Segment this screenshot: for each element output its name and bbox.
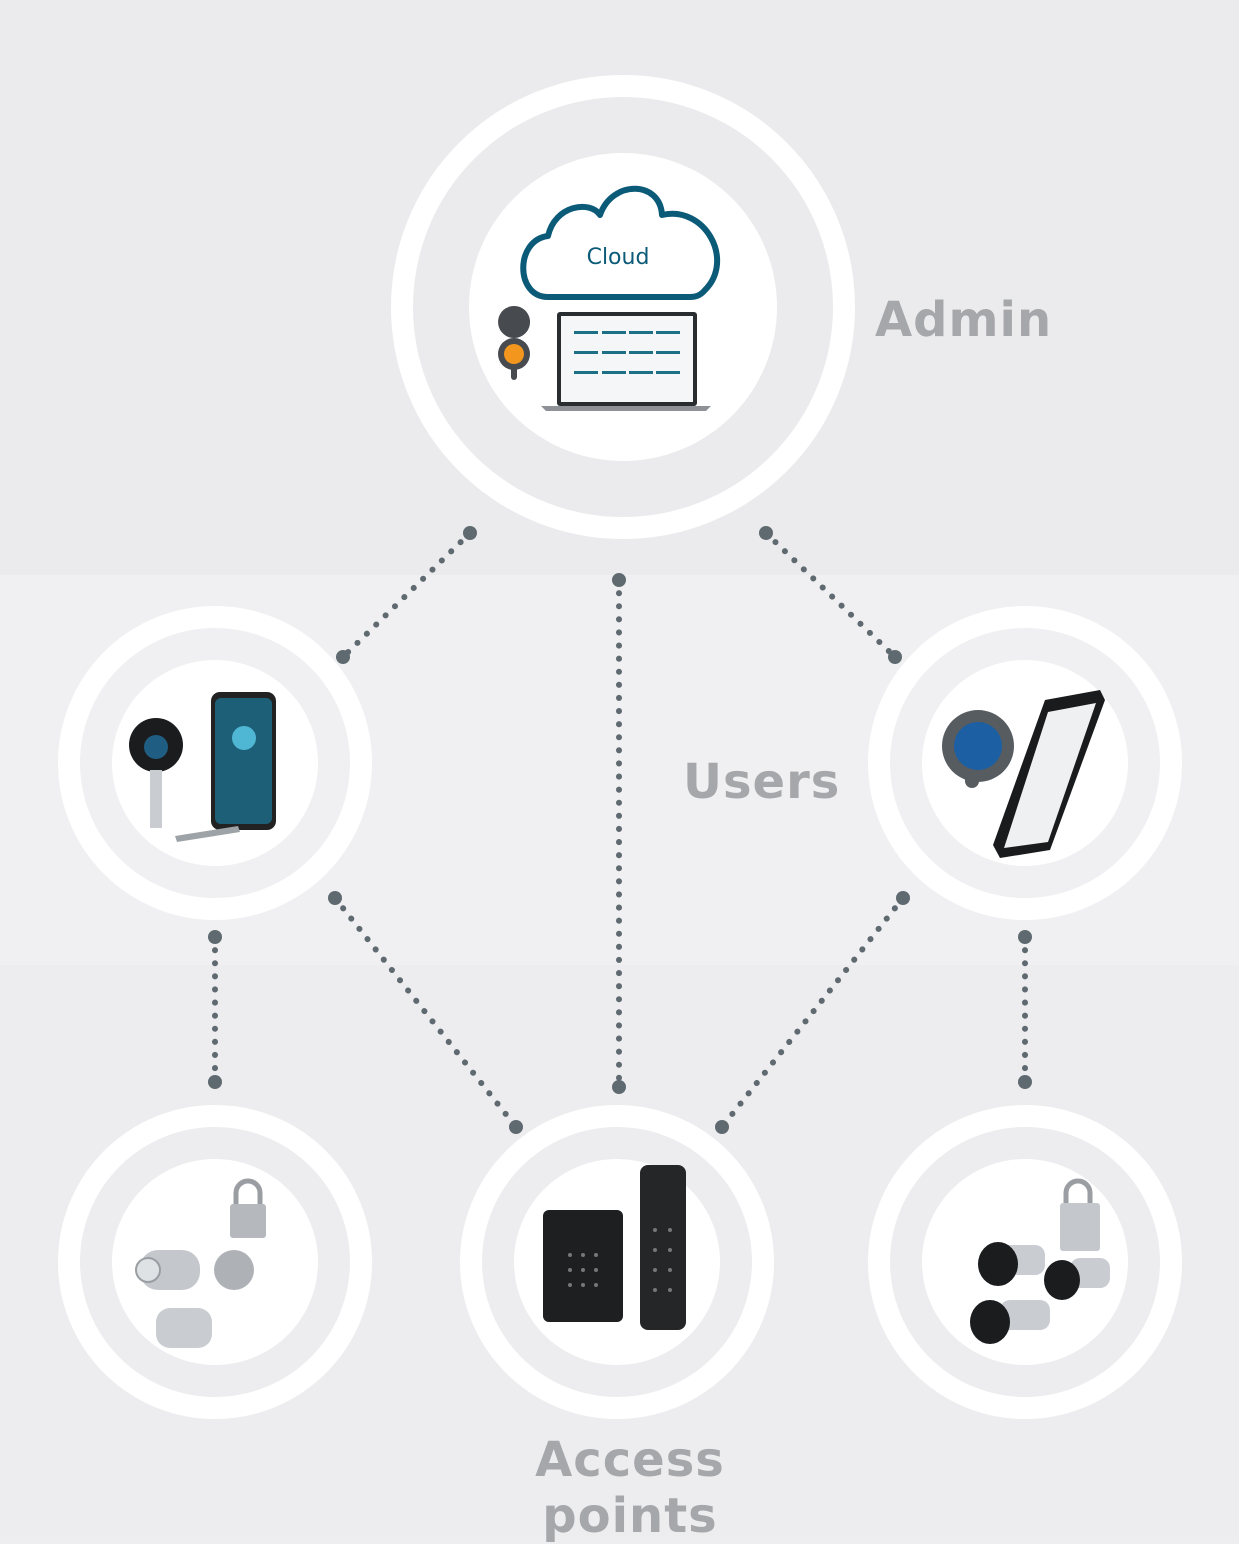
key-and-phone-icon [129, 692, 276, 842]
user-tag-phone-node [868, 606, 1182, 920]
access-cylinders-knobs-node [868, 1105, 1182, 1419]
connector-admin-user-right [763, 530, 898, 660]
access-points-label: Access points [535, 1432, 725, 1544]
access-cylinders-padlock-node [58, 1105, 372, 1419]
keypad-icon [543, 1165, 686, 1330]
user-key-phone-node [58, 606, 372, 920]
connector-user-right-access-center [719, 895, 906, 1130]
admin-node [391, 75, 855, 539]
admin-label: Admin [875, 292, 1053, 348]
users-label: Users [683, 754, 841, 810]
connector-admin-user-left [340, 530, 473, 660]
cylinder-knob-icon [970, 1178, 1110, 1344]
cloud-label: Cloud [586, 245, 650, 270]
connector-endpoints [208, 526, 1032, 1134]
connector-user-left-access-center [332, 895, 519, 1130]
cylinder-padlock-icon [135, 1178, 266, 1348]
cloud-icon [520, 185, 721, 300]
tag-and-phone-icon [942, 690, 1105, 858]
laptop-icon [541, 312, 711, 411]
access-keypads-node [460, 1105, 774, 1419]
key-tag-icon [498, 306, 531, 380]
